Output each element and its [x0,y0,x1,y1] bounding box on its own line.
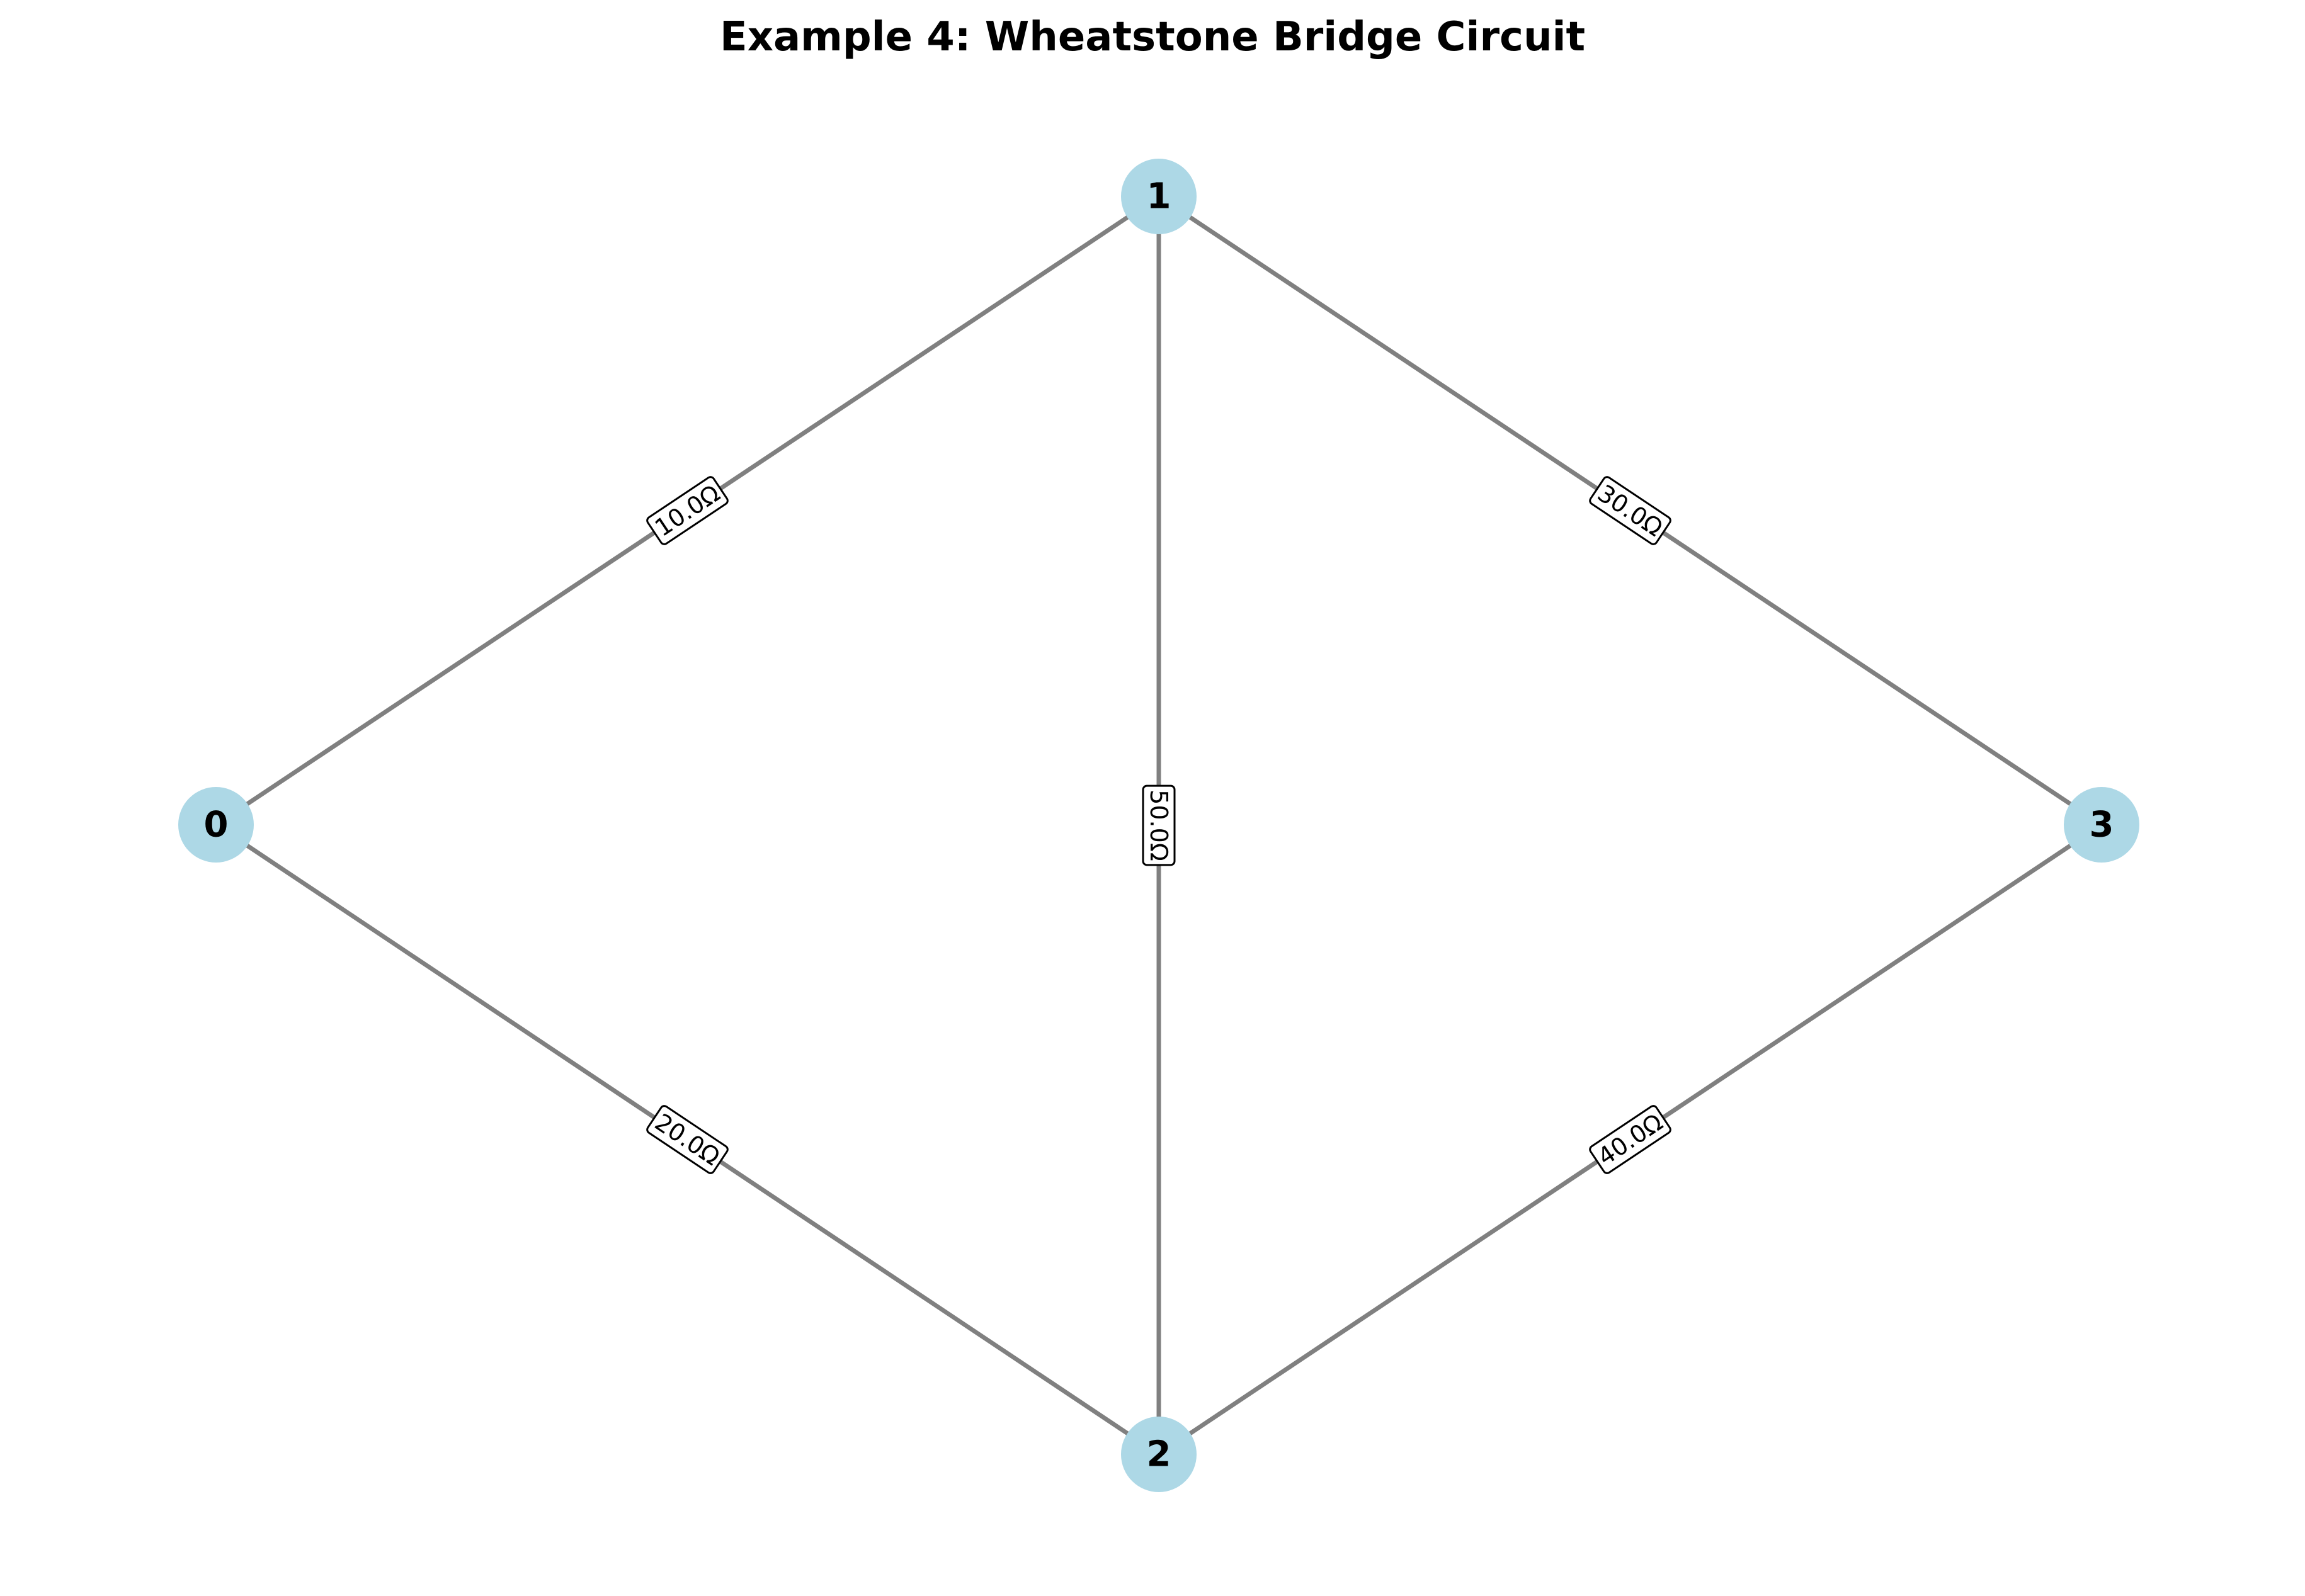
edge-label-box [646,476,729,545]
node-label: 2 [1147,1434,1171,1475]
edge-label-text: 50.0Ω [1145,790,1173,861]
edge-label-2-3: 40.0Ω [1589,1105,1671,1174]
edge-label-1-2: 50.0Ω [1142,784,1176,866]
edge-label-0-2: 20.0Ω [646,1105,729,1174]
node-circle [1121,159,1197,234]
node-label: 1 [1147,176,1171,217]
node-1: 1 [1121,159,1197,234]
node-0: 0 [178,787,254,863]
node-circle [2064,787,2139,863]
edge-label-box [1589,1105,1671,1174]
edge-label-0-1: 10.0Ω [646,476,729,545]
node-3: 3 [2064,787,2139,863]
page-title: Example 4: Wheatstone Bridge Circuit [719,14,1586,60]
node-2: 2 [1121,1417,1197,1492]
edge-label-box [1142,784,1176,866]
node-label: 0 [204,805,229,846]
node-circle [178,787,254,863]
edge-label-1-3: 30.0Ω [1589,476,1671,545]
edge-label-box [1589,476,1671,545]
node-label: 3 [2090,805,2114,846]
edge-label-box [646,1105,729,1174]
nodes-layer: 0 1 2 3 [178,159,2139,1492]
node-circle [1121,1417,1197,1492]
